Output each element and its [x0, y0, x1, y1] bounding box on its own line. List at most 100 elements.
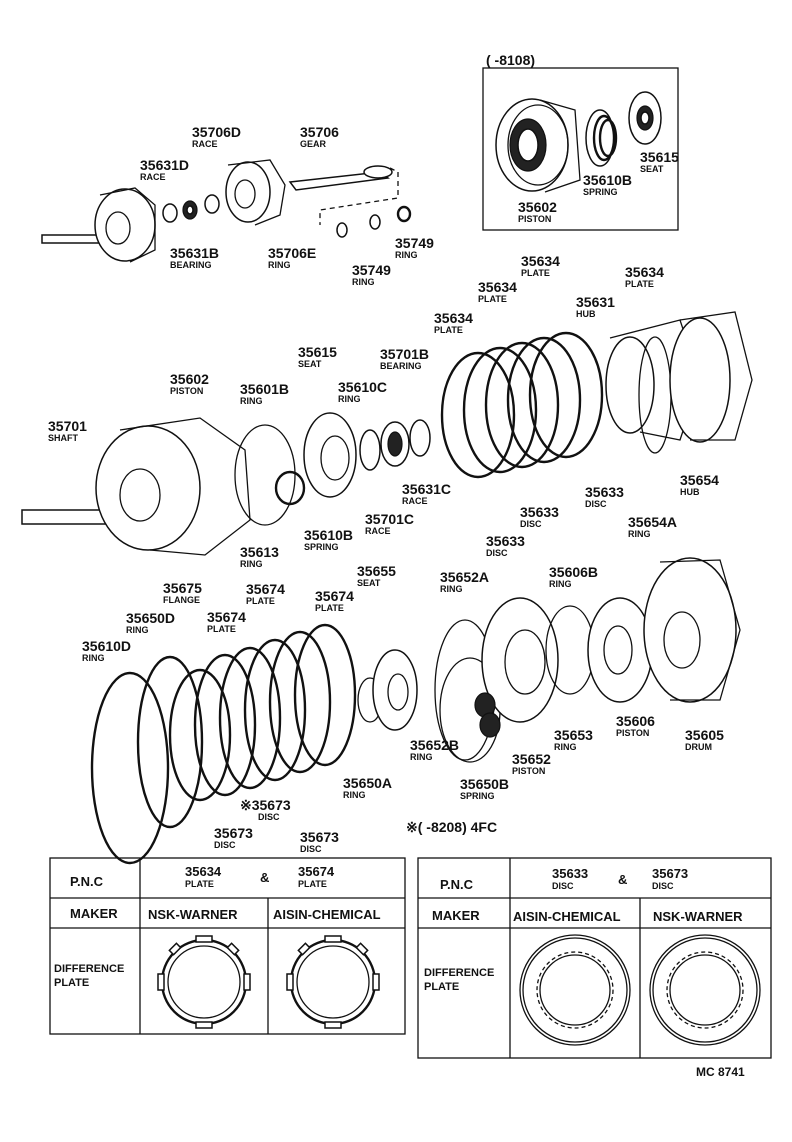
- part-number: 35601B: [240, 381, 289, 397]
- part-number: 35610B: [304, 527, 353, 543]
- part-name: PLATE: [246, 596, 275, 606]
- lower-assembly-drawing: [90, 557, 741, 865]
- part-number: 35634: [625, 264, 664, 280]
- plate-graphic: [286, 935, 380, 1029]
- maker-label: MAKER: [70, 906, 118, 921]
- part-name: GEAR: [300, 139, 327, 149]
- part-name: PLATE: [625, 279, 654, 289]
- part-name: PLATE: [521, 268, 550, 278]
- part-name: PISTON: [616, 728, 649, 738]
- part-number: 35650D: [126, 610, 175, 626]
- part-name: RING: [440, 584, 463, 594]
- disc-graphic: [519, 934, 631, 1046]
- part-name: PISTON: [512, 766, 545, 776]
- part-number: 35610B: [583, 172, 632, 188]
- part-number: 35701: [48, 418, 87, 434]
- part-name: PLATE: [478, 294, 507, 304]
- maker-2: NSK-WARNER: [653, 909, 743, 924]
- part1-number: 35634: [185, 864, 222, 879]
- part-number: 35749: [352, 262, 391, 278]
- part-number: 35633: [585, 484, 624, 500]
- inset-box: ( -8108): [482, 52, 679, 231]
- part-name: DISC: [300, 844, 322, 854]
- inset-seat-drawing: [628, 91, 662, 145]
- maker-1: NSK-WARNER: [148, 907, 238, 922]
- part-number: 35615: [640, 149, 679, 165]
- footnote: ※( -8208) 4FC: [406, 819, 497, 835]
- part-name: RACE: [402, 496, 428, 506]
- part-name: RING: [240, 396, 263, 406]
- part1-number: 35633: [552, 866, 588, 881]
- part-name: BEARING: [380, 361, 422, 371]
- part-number: 35602: [518, 199, 557, 215]
- part-number: 35701B: [380, 346, 429, 362]
- part-name: DISC: [585, 499, 607, 509]
- part-name: RACE: [192, 139, 218, 149]
- part-name: DRUM: [685, 742, 712, 752]
- part-number: 35674: [246, 581, 285, 597]
- part-number: 35652A: [440, 569, 489, 585]
- part-number: 35605: [685, 727, 724, 743]
- ampersand: &: [260, 870, 269, 885]
- inset-spring-drawing: [585, 109, 618, 167]
- part-name: DISC: [214, 840, 236, 850]
- part1-name: PLATE: [185, 879, 214, 889]
- part-name: RING: [343, 790, 366, 800]
- part-name: SEAT: [640, 164, 664, 174]
- part-name: SHAFT: [48, 433, 78, 443]
- part-number: 35650B: [460, 776, 509, 792]
- difference-label: DIFFERENCE: [54, 963, 124, 975]
- part-name: DISC: [486, 548, 508, 558]
- part-name: SEAT: [357, 578, 381, 588]
- part-number: 35602: [170, 371, 209, 387]
- part-name: RING: [268, 260, 291, 270]
- part-name: RING: [126, 625, 149, 635]
- part-name: RING: [338, 394, 361, 404]
- part-number: 35606B: [549, 564, 598, 580]
- inset-header: ( -8108): [486, 52, 535, 68]
- part-name: DISC: [258, 812, 280, 822]
- part-name: PLATE: [207, 624, 236, 634]
- part-number: 35706E: [268, 245, 316, 261]
- part-number: 35673: [300, 829, 339, 845]
- part-name: PISTON: [170, 386, 203, 396]
- upper-assembly-drawing: [41, 159, 412, 263]
- part-name: RING: [352, 277, 375, 287]
- pnc-label: P.N.C: [440, 877, 474, 892]
- part2-number: 35673: [652, 866, 688, 881]
- part-name: BEARING: [170, 260, 212, 270]
- part-number: 35652B: [410, 737, 459, 753]
- part-name: SPRING: [583, 187, 618, 197]
- part1-name: DISC: [552, 881, 574, 891]
